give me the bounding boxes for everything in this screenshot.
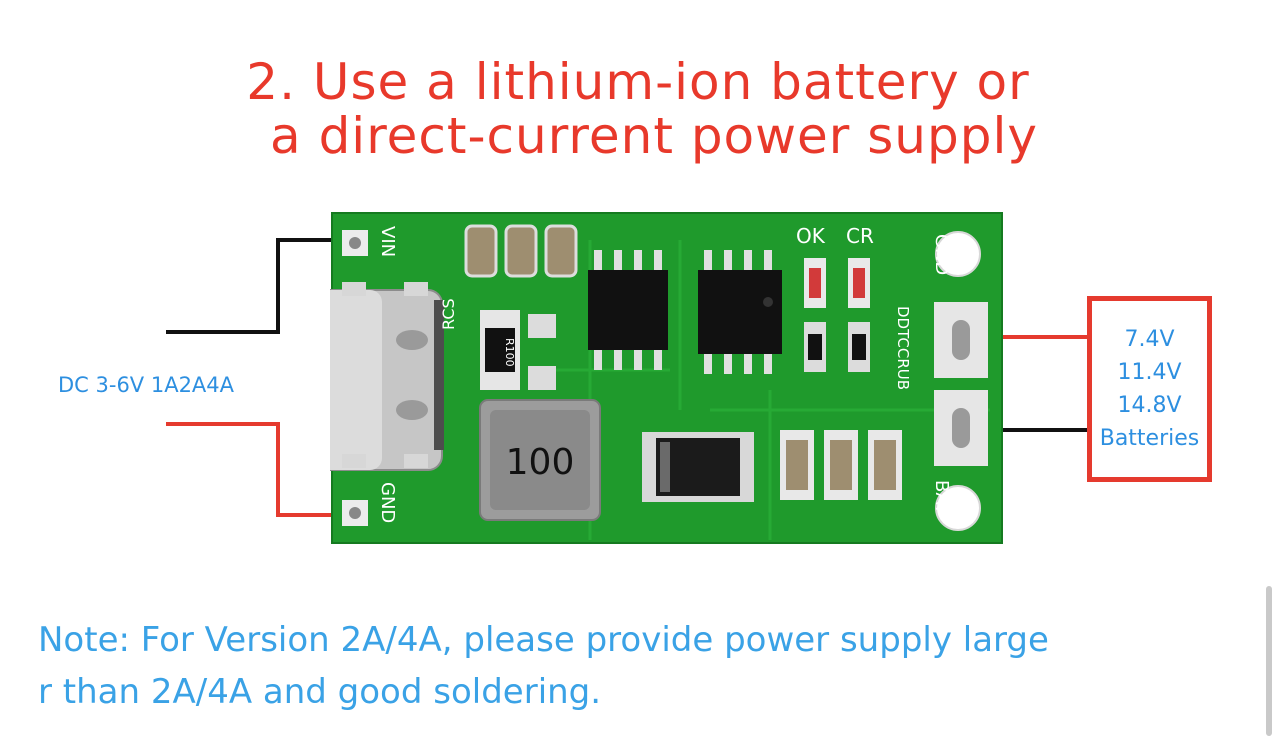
brand-label: DDTCCRUB (894, 306, 912, 390)
bat-label: BAT (931, 480, 952, 515)
headline-line-1: 2. Use a lithium-ion battery or (246, 53, 1030, 111)
battery-positive-pad (934, 302, 988, 378)
led-cr-label: CR (846, 224, 874, 248)
battery-negative-pad (934, 390, 988, 466)
battery-option-11-4v: 11.4V (1117, 360, 1182, 385)
battery-option-batteries: Batteries (1099, 426, 1200, 451)
gnd-pad-left (342, 500, 368, 526)
led-ok (804, 258, 826, 308)
inductor-label: 100 (506, 442, 575, 483)
scrollbar[interactable] (1266, 586, 1272, 736)
led-ok-label: OK (796, 224, 826, 248)
control-ic-1 (588, 250, 668, 370)
gnd-label-left: GND (377, 482, 398, 523)
headline-line-2: a direct-current power supply (270, 107, 1038, 165)
battery-option-7-4v: 7.4V (1124, 327, 1175, 352)
note-line-1: Note: For Version 2A/4A, please provide … (38, 620, 1049, 660)
rcs-label: RCS (439, 298, 458, 330)
battery-options-box: 7.4V 11.4V 14.8V Batteries (1087, 296, 1212, 482)
output-capacitors (780, 430, 902, 500)
usb-c-connector (330, 282, 444, 471)
current-sense-resistor (480, 310, 520, 390)
note-line-2: r than 2A/4A and good soldering. (38, 672, 602, 712)
schottky-diode (642, 432, 754, 502)
gnd-label-right: GND (931, 234, 952, 275)
control-ic-2 (698, 250, 782, 374)
battery-option-14-8v: 14.8V (1117, 393, 1182, 418)
input-voltage-label: DC 3-6V 1A2A4A (58, 373, 235, 397)
vin-label: VIN (377, 226, 398, 257)
top-capacitors (464, 224, 578, 278)
pcb-module: VIN GND RCS R100 (330, 212, 1003, 544)
vin-pad (342, 230, 368, 256)
led-cr (848, 258, 870, 308)
resistor-label: R100 (503, 338, 516, 367)
power-inductor (479, 399, 601, 521)
